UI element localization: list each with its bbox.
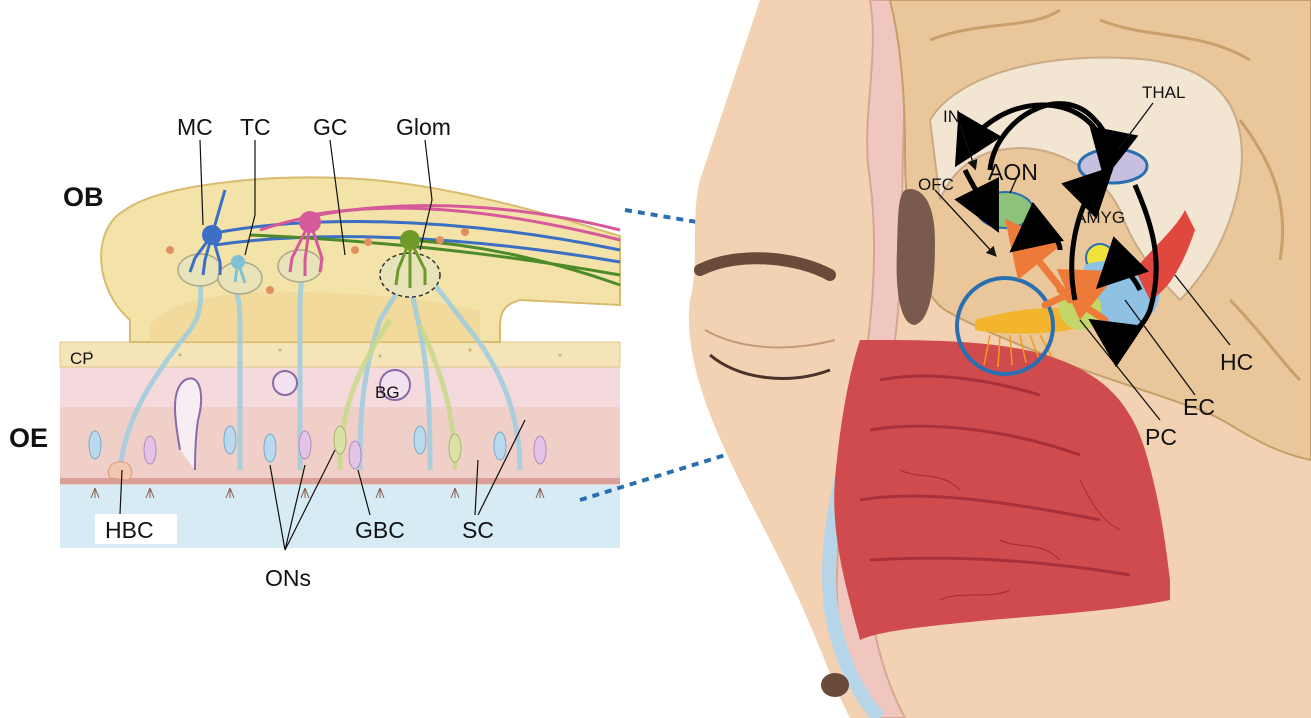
thal-label: THAL — [1142, 83, 1185, 102]
ob-label: OB — [63, 182, 104, 212]
ec-label: EC — [1183, 394, 1215, 420]
oe-label: OE — [9, 423, 48, 453]
gbc-label: GBC — [355, 517, 405, 543]
hbc-label: HBC — [105, 517, 154, 543]
bg-label: BG — [375, 383, 400, 402]
glom-label: Glom — [396, 114, 451, 140]
frontal-sinus — [897, 189, 935, 325]
nostril — [821, 673, 849, 697]
olfactory-bulb-panel — [60, 177, 620, 548]
ons-label: ONs — [265, 565, 311, 591]
sc-label: SC — [462, 517, 494, 543]
mc-label: MC — [177, 114, 213, 140]
tc-label: TC — [240, 114, 271, 140]
in-label: IN — [943, 107, 960, 126]
cp-label: CP — [70, 349, 94, 368]
cribriform-plate — [60, 342, 620, 367]
thalamus — [1079, 149, 1147, 183]
gc-label: GC — [313, 114, 348, 140]
amyg-label: AMYG — [1075, 208, 1125, 227]
pc-label: PC — [1145, 424, 1177, 450]
head-sagittal-panel — [689, 0, 1311, 718]
ofc-label: OFC — [918, 175, 954, 194]
aon-label: AON — [988, 159, 1038, 185]
basal-membrane — [60, 478, 620, 484]
hc-label: HC — [1220, 349, 1253, 375]
